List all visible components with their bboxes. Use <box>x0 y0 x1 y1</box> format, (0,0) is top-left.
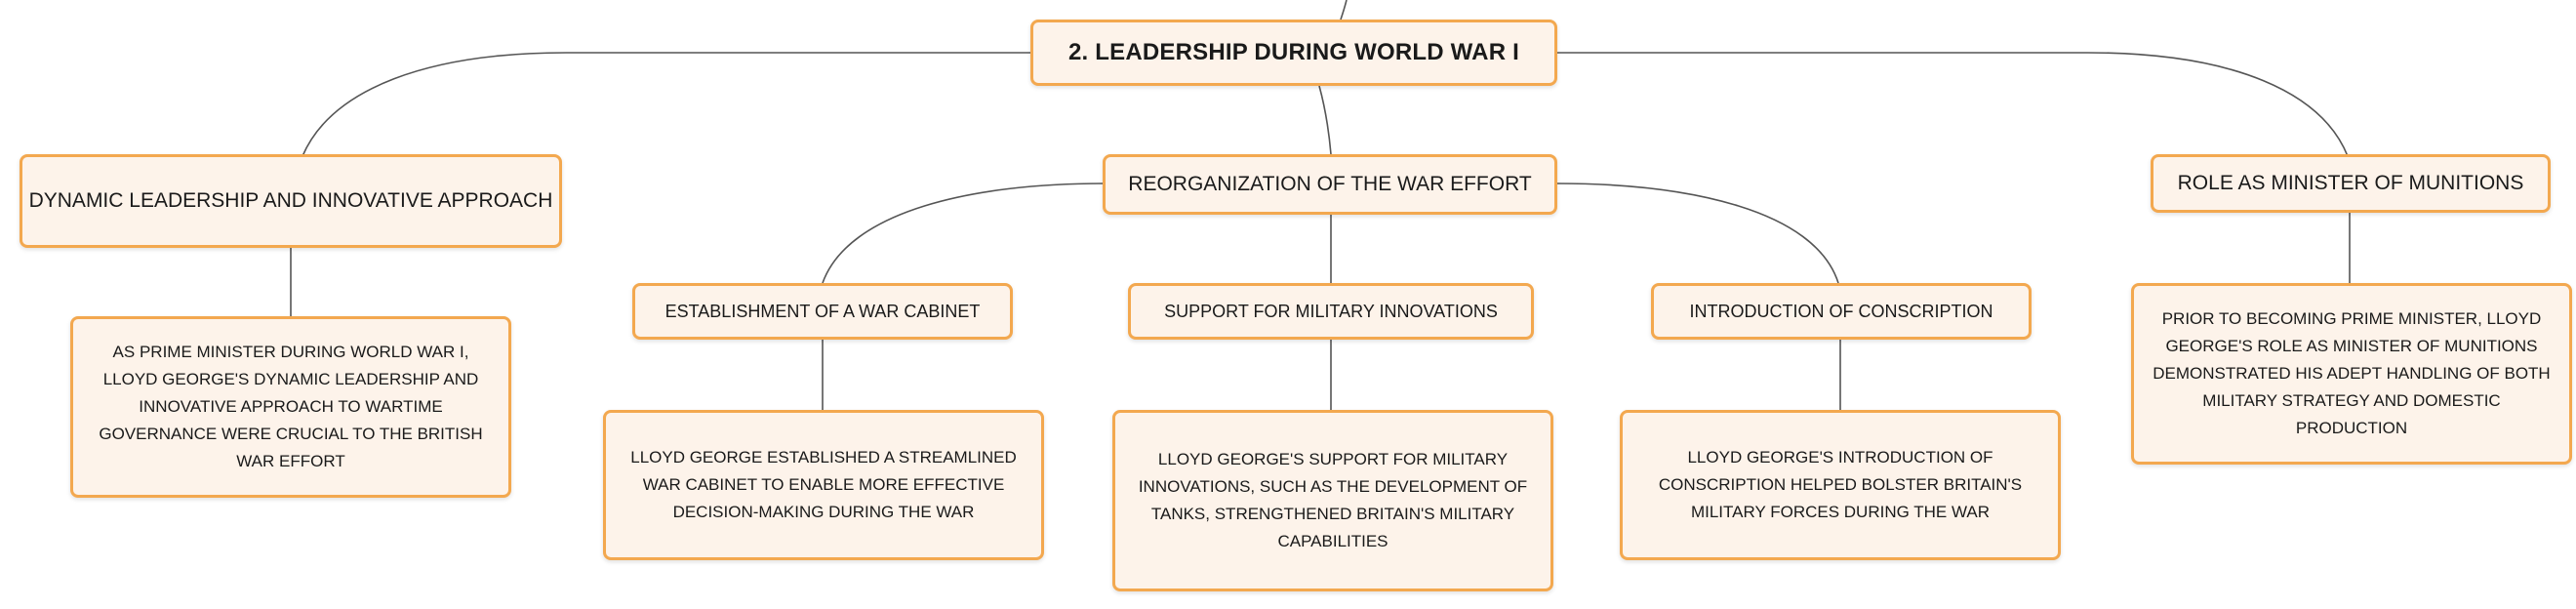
munitions-node[interactable]: ROLE AS MINISTER OF MUNITIONS <box>2151 154 2551 213</box>
connector-root-to-dynamic <box>302 52 1030 157</box>
war-cabinet-label: ESTABLISHMENT OF A WAR CABINET <box>664 301 981 321</box>
conscription-node[interactable]: INTRODUCTION OF CONSCRIPTION <box>1651 283 2032 340</box>
connector-root-to-munitions <box>1557 52 2349 157</box>
reorganization-node[interactable]: REORGANIZATION OF THE WAR EFFORT <box>1103 154 1557 215</box>
war-cabinet-detail[interactable]: LLOYD GEORGE ESTABLISHED A STREAMLINED W… <box>603 410 1044 560</box>
military-innovations-detail-text: LLOYD GEORGE'S SUPPORT FOR MILITARY INNO… <box>1138 450 1528 550</box>
dynamic-leadership-detail[interactable]: AS PRIME MINISTER DURING WORLD WAR I, LL… <box>70 316 511 498</box>
dynamic-leadership-detail-text: AS PRIME MINISTER DURING WORLD WAR I, LL… <box>99 343 483 470</box>
connector-root-to-reorganization <box>1318 85 1332 155</box>
connector-reorganization-to-cabinet <box>822 183 1104 284</box>
connector-reorganization-to-conscription <box>1556 183 1839 284</box>
conscription-label: INTRODUCTION OF CONSCRIPTION <box>1689 301 1993 321</box>
reorganization-label: REORGANIZATION OF THE WAR EFFORT <box>1128 173 1532 195</box>
war-cabinet-detail-text: LLOYD GEORGE ESTABLISHED A STREAMLINED W… <box>630 448 1017 521</box>
munitions-label: ROLE AS MINISTER OF MUNITIONS <box>2177 172 2524 194</box>
dynamic-leadership-node[interactable]: DYNAMIC LEADERSHIP AND INNOVATIVE APPROA… <box>20 154 562 248</box>
military-innovations-node[interactable]: SUPPORT FOR MILITARY INNOVATIONS <box>1128 283 1534 340</box>
root-node-label: 2. LEADERSHIP DURING WORLD WAR I <box>1068 39 1519 65</box>
dynamic-leadership-label: DYNAMIC LEADERSHIP AND INNOVATIVE APPROA… <box>28 189 553 212</box>
munitions-detail-text: PRIOR TO BECOMING PRIME MINISTER, LLOYD … <box>2153 309 2551 437</box>
conscription-detail[interactable]: LLOYD GEORGE'S INTRODUCTION OF CONSCRIPT… <box>1620 410 2061 560</box>
munitions-detail[interactable]: PRIOR TO BECOMING PRIME MINISTER, LLOYD … <box>2131 283 2572 465</box>
military-innovations-label: SUPPORT FOR MILITARY INNOVATIONS <box>1164 301 1498 321</box>
military-innovations-detail[interactable]: LLOYD GEORGE'S SUPPORT FOR MILITARY INNO… <box>1112 410 1553 591</box>
conscription-detail-text: LLOYD GEORGE'S INTRODUCTION OF CONSCRIPT… <box>1658 448 2023 521</box>
root-node[interactable]: 2. LEADERSHIP DURING WORLD WAR I <box>1030 20 1557 86</box>
connector-parent-to-root <box>1340 0 1348 20</box>
war-cabinet-node[interactable]: ESTABLISHMENT OF A WAR CABINET <box>632 283 1013 340</box>
